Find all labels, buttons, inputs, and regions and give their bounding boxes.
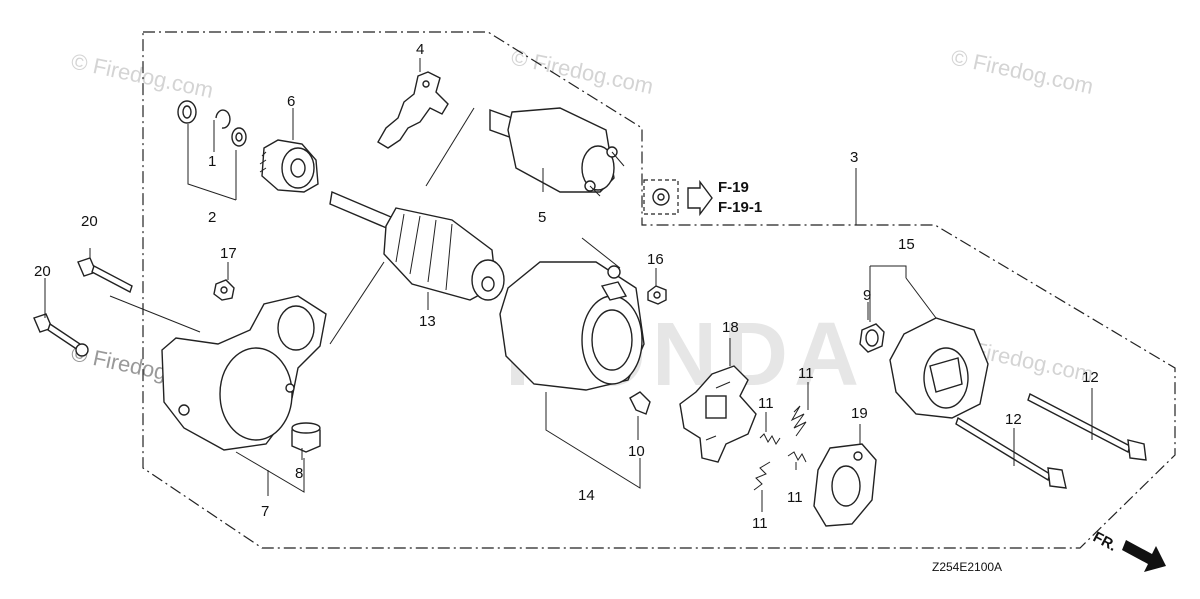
reference-arrow-icon [687,179,713,217]
watermark-text: © Firedog.com [69,48,216,103]
front-arrow-icon [1122,540,1166,572]
brush-holder-part [679,365,757,463]
through-bolt-part [77,257,133,294]
callout-14: 14 [578,487,595,504]
callout-8: 8 [295,465,303,482]
callout-13: 13 [419,313,436,330]
brush-plate-part [813,443,877,527]
callout-12-upper: 12 [1082,369,1099,386]
nut-part [213,279,235,301]
through-bolt-part [955,416,1067,489]
callout-1: 1 [208,153,216,170]
callout-15: 15 [898,236,915,253]
pinion-gear-part [259,139,319,193]
brush-spring-part [753,461,771,491]
callout-11-d: 11 [752,515,768,532]
front-direction-marker: FR. [1090,529,1166,572]
callout-11-b: 11 [758,395,774,412]
seal-ring-part [177,100,197,124]
assembly-boundary [142,31,1176,549]
callout-3: 3 [850,149,858,166]
callout-12-lower: 12 [1005,411,1022,428]
callout-10: 10 [628,443,645,460]
yoke-part [499,261,645,391]
reference-nut-part [643,179,713,217]
callout-17: 17 [220,245,237,262]
through-bolt-part [33,313,89,357]
front-marker-label: FR. [1090,529,1119,555]
leader-lines [44,58,1093,512]
bearing-part [859,323,885,353]
brush-spring-part [759,433,781,445]
solenoid-part [489,107,625,197]
callout-5: 5 [538,209,546,226]
callout-7: 7 [261,503,269,520]
reference-f19-1[interactable]: F-19-1 [718,199,762,216]
brush-spring-part [790,405,807,437]
reference-f19[interactable]: F-19 [718,179,749,196]
armature-part [329,191,505,301]
callout-2: 2 [208,209,216,226]
callout-6: 6 [287,93,295,110]
diagram-code: Z254E2100A [932,560,1002,574]
thrust-washer-part [231,127,247,147]
through-bolt-part [1027,393,1147,461]
brush-spring-part [787,451,807,463]
front-housing-part [161,295,327,451]
terminal-clip-part [629,391,651,415]
callout-9: 9 [863,287,871,304]
shift-lever-part [377,71,449,149]
rear-cover-part [889,317,989,419]
callout-20-upper: 20 [81,213,98,230]
callout-4: 4 [416,41,424,58]
callout-20-lower: 20 [34,263,51,280]
snap-ring-part [215,109,231,129]
callout-16: 16 [647,251,664,268]
callout-18: 18 [722,319,739,336]
bushing-part [291,422,321,453]
callout-11-a: 11 [798,365,814,382]
watermark-text: © Firedog.com [949,44,1096,99]
nut-part [647,285,667,305]
callout-19: 19 [851,405,868,422]
callout-11-c: 11 [787,489,803,506]
